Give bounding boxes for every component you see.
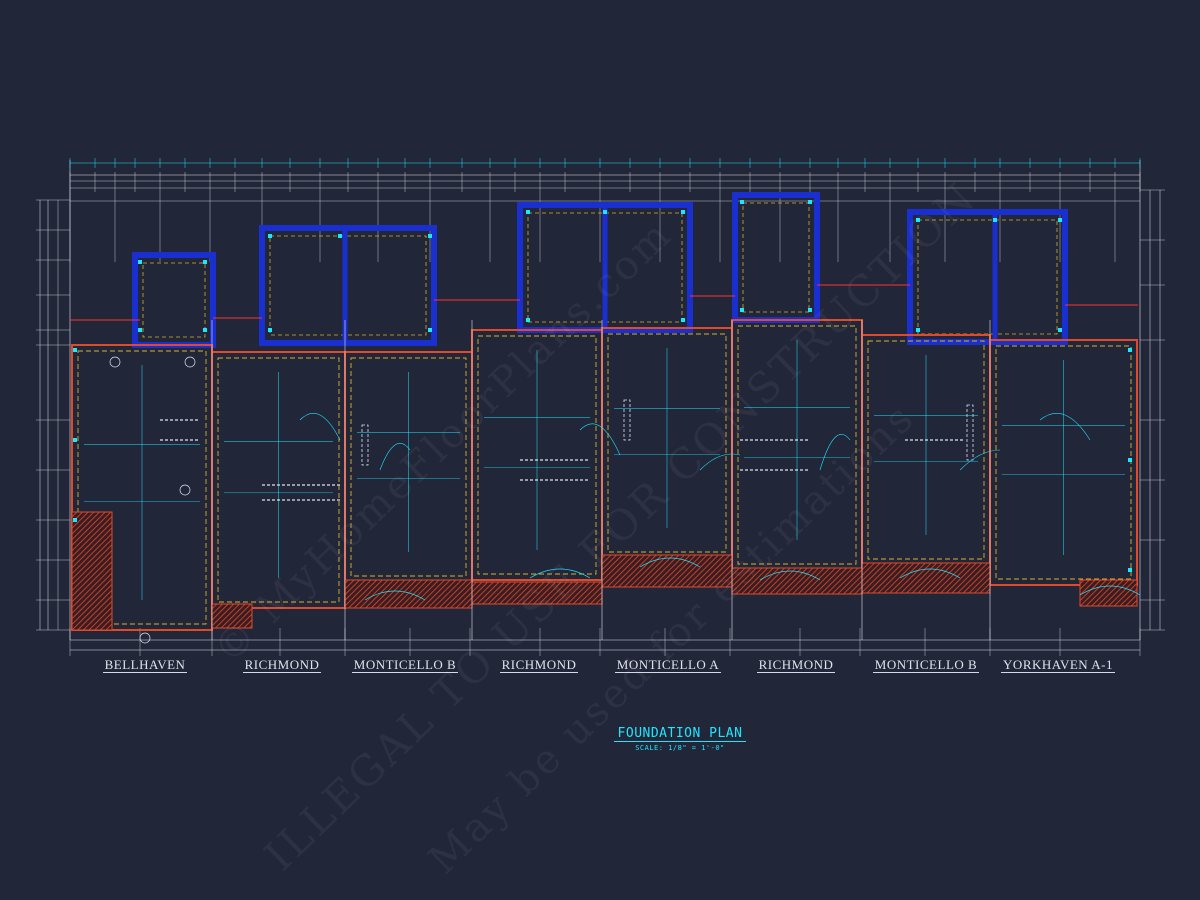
- note-leader: [699, 453, 741, 471]
- pier-marker: [681, 318, 685, 322]
- front-stoop-3: [344, 579, 473, 609]
- front-stoop-1: [71, 511, 113, 631]
- pier-marker: [268, 328, 272, 332]
- note-leader: [299, 413, 341, 441]
- thickened-slab-vertical: [623, 399, 631, 441]
- front-stoop-5: [601, 554, 733, 588]
- pier-marker: [603, 210, 607, 214]
- unit-footing-dash-8: [995, 345, 1132, 580]
- plan-scale: SCALE: 1/8" = 1'-0": [635, 744, 725, 752]
- rear-footing-dash-5: [917, 219, 1058, 335]
- pier-marker: [526, 318, 530, 322]
- unit-label-4: RICHMOND: [499, 657, 579, 673]
- unit-label-8: YORKHAVEN A-1: [1001, 657, 1115, 673]
- unit-label-7: MONTICELLO B: [872, 657, 980, 673]
- pier-marker: [1128, 568, 1132, 572]
- pier-marker: [73, 518, 77, 522]
- pier-marker: [993, 218, 997, 222]
- rear-footing-dash-1: [142, 262, 206, 338]
- pier-marker: [138, 260, 142, 264]
- note-leader: [959, 449, 1001, 471]
- unit-label-3: MONTICELLO B: [351, 657, 459, 673]
- pier-marker: [916, 328, 920, 332]
- unit-footing-dash-1: [77, 350, 207, 625]
- note-leader: [1039, 413, 1091, 441]
- rear-footing-dash-4: [742, 202, 810, 313]
- pier-marker: [916, 218, 920, 222]
- front-stoop-4: [471, 581, 603, 605]
- unit-footing-dash-7: [867, 340, 985, 560]
- pier-marker: [526, 210, 530, 214]
- rear-foundation-wall-2: [259, 225, 437, 346]
- stoop-arch: [1079, 585, 1141, 596]
- unit-footing-dash-3: [350, 357, 467, 577]
- unit-footing-dash-6: [737, 325, 857, 565]
- pier-marker: [428, 234, 432, 238]
- unit-label-5: MONTICELLO A: [614, 657, 722, 673]
- thickened-slab-vertical: [966, 404, 974, 461]
- note-leader: [819, 434, 851, 471]
- stoop-arch: [899, 568, 961, 579]
- rear-foundation-wall-5: [907, 209, 1068, 345]
- pier-marker: [138, 328, 142, 332]
- pier-marker: [428, 328, 432, 332]
- thickened-slab-vertical: [361, 424, 369, 466]
- pier-marker: [203, 260, 207, 264]
- rear-foundation-wall-4: [732, 192, 820, 323]
- pier-marker: [73, 348, 77, 352]
- title-block: FOUNDATION PLAN SCALE: 1/8" = 1'-0": [560, 722, 800, 752]
- pier-marker: [338, 234, 342, 238]
- stoop-arch: [759, 570, 821, 581]
- pier-marker: [808, 308, 812, 312]
- note-leader: [379, 443, 411, 471]
- unit-label-6: RICHMOND: [756, 657, 836, 673]
- unit-label-2: RICHMOND: [242, 657, 322, 673]
- plan-title: FOUNDATION PLAN: [613, 726, 747, 742]
- pier-marker: [808, 200, 812, 204]
- section-marker-circle: [179, 484, 191, 496]
- pier-marker: [1058, 218, 1062, 222]
- section-marker-circle: [109, 356, 121, 368]
- rear-foundation-wall-1: [132, 252, 216, 348]
- stoop-arch: [529, 568, 591, 579]
- note-leader: [579, 423, 621, 456]
- pier-marker: [740, 308, 744, 312]
- unit-footing-dash-2: [217, 357, 340, 603]
- pier-marker: [73, 438, 77, 442]
- pier-marker: [1058, 328, 1062, 332]
- section-marker-circle: [184, 356, 196, 368]
- front-stoop-6: [731, 567, 863, 595]
- rear-footing-dash-2: [269, 235, 427, 336]
- pier-marker: [1128, 348, 1132, 352]
- front-stoop-8: [1079, 579, 1138, 607]
- unit-label-1: BELLHAVEN: [102, 657, 188, 673]
- front-stoop-7: [861, 562, 991, 594]
- section-marker-circle: [139, 632, 151, 644]
- stoop-arch: [364, 590, 426, 601]
- unit-footing-dash-5: [607, 333, 727, 553]
- stoop-arch: [639, 557, 701, 568]
- pier-marker: [681, 210, 685, 214]
- unit-footing-dash-4: [477, 335, 597, 575]
- pier-marker: [740, 200, 744, 204]
- pier-marker: [268, 234, 272, 238]
- pier-marker: [203, 328, 207, 332]
- pier-marker: [1128, 458, 1132, 462]
- front-stoop-2: [211, 603, 253, 629]
